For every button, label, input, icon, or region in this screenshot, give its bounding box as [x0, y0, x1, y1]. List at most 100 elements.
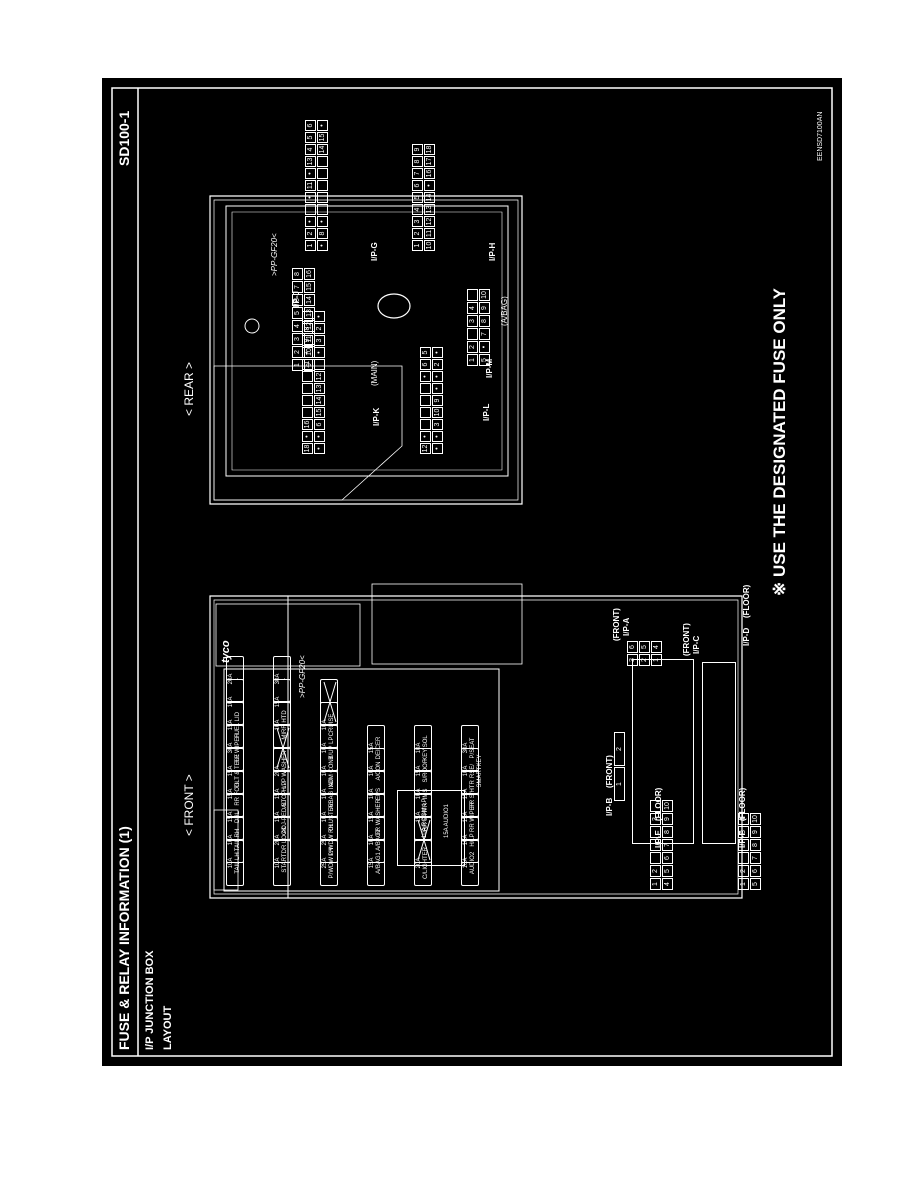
connector-pin: 15 — [314, 407, 325, 418]
connector-pin: • — [302, 431, 313, 442]
connector-pin: 3 — [412, 216, 423, 227]
connector-pin: 10 — [479, 289, 490, 301]
connector-pin: 16 — [302, 419, 313, 430]
connector-pin: 4 — [292, 320, 303, 332]
rear-main-label: (MAIN) — [370, 360, 379, 386]
connector-pin: 7 — [412, 168, 423, 179]
connector-pin — [302, 395, 313, 406]
connector-pin: • — [420, 371, 431, 382]
connector-pin: 6 — [420, 359, 431, 370]
frame-lines — [111, 87, 833, 1057]
ipg-label: I/P-G — [370, 242, 379, 261]
connector-pin: 5 — [305, 132, 316, 143]
connector-pin — [467, 289, 478, 301]
fuse-31 — [273, 725, 291, 771]
connector-pin: 2 — [467, 341, 478, 353]
connector-pin: 9 — [432, 395, 443, 406]
connector-pin: 4 — [412, 204, 423, 215]
connector-pin — [420, 383, 431, 394]
connector-pin — [317, 192, 328, 203]
connector-pin: • — [317, 216, 328, 227]
designated-fuse-warning: ※ USE THE DESIGNATED FUSE ONLY — [770, 287, 789, 596]
connector-pin: • — [432, 443, 443, 454]
ipk-label: I/P-K — [372, 407, 381, 426]
connector-pin: 7 — [292, 281, 303, 293]
connector-pin: 2 — [305, 228, 316, 239]
connector-pin: 11 — [305, 180, 316, 191]
connector-pin: 16 — [424, 168, 435, 179]
connector-pin: 14 — [424, 192, 435, 203]
connector-pin: 18 — [424, 144, 435, 155]
connector-pin — [302, 371, 313, 382]
connector-pin: 6 — [292, 294, 303, 306]
connector-pin: 12 — [420, 443, 431, 454]
connector-pin: 8 — [317, 228, 328, 239]
connector-pin — [420, 395, 431, 406]
fuse-10 — [414, 817, 432, 863]
connector-pin: • — [314, 431, 325, 442]
connector-pin: 2 — [412, 228, 423, 239]
connector-pin: 6 — [412, 180, 423, 191]
connector-pin: 1 — [305, 240, 316, 251]
connector-pin: 6 — [305, 120, 316, 131]
connector-pin — [317, 168, 328, 179]
connector-pin: 16 — [304, 268, 315, 280]
connector-pin: 3 — [292, 333, 303, 345]
connector-pin — [317, 204, 328, 215]
connector-pin: • — [432, 431, 443, 442]
ipl-label: I/P-L — [482, 403, 491, 421]
connector-pin: 13 — [424, 204, 435, 215]
connector-pin — [302, 407, 313, 418]
connector-pin: 11 — [304, 333, 315, 345]
connector-pin: 3 — [467, 315, 478, 327]
connector-pin: 4 — [305, 144, 316, 155]
connector-pin: • — [305, 168, 316, 179]
connector-pin: • — [432, 347, 443, 358]
connector-pin: • — [420, 431, 431, 442]
connector-pin: 12 — [304, 320, 315, 332]
front-box-outline — [209, 583, 743, 899]
connector-pin: • — [479, 341, 490, 353]
connector-pin: 3 — [432, 419, 443, 430]
connector-pin: 1 — [412, 240, 423, 251]
connector-pin: • — [305, 216, 316, 227]
connector-pin: • — [305, 192, 316, 203]
connector-pin: 8 — [412, 156, 423, 167]
connector-pin: • — [314, 311, 325, 322]
connector-pin: 11 — [424, 228, 435, 239]
rotated-content: FUSE & RELAY INFORMATION (1) SD100-1 I/P… — [102, 78, 842, 1066]
connector-pin: 14 — [314, 395, 325, 406]
connector-pin: 13 — [304, 307, 315, 319]
connector-pin — [302, 383, 313, 394]
connector-pin: • — [432, 371, 443, 382]
connector-pin — [317, 156, 328, 167]
iph-label: I/P-H — [488, 242, 497, 261]
connector-pin: 3 — [314, 335, 325, 346]
connector-pin: 8 — [479, 315, 490, 327]
rear-part-mark: >PP-GF20< — [270, 233, 279, 276]
connector-pin: 14 — [317, 144, 328, 155]
connector-pin — [317, 180, 328, 191]
connector-pin — [305, 204, 316, 215]
connector-pin: • — [317, 240, 328, 251]
connector-pin: 7 — [479, 328, 490, 340]
connector-pin: 2 — [292, 346, 303, 358]
connector-pin — [314, 359, 325, 370]
connector-pin: 13 — [314, 383, 325, 394]
connector-pin: • — [314, 443, 325, 454]
connector-pin: 15 — [317, 132, 328, 143]
connector-pin: 5 — [412, 192, 423, 203]
connector-pin: 13 — [305, 156, 316, 167]
connector-pin — [420, 407, 431, 418]
rear-abag-label: (A/BAG) — [500, 296, 509, 326]
connector-pin: 5 — [292, 307, 303, 319]
connector-pin: 5 — [420, 347, 431, 358]
connector-pin: • — [424, 180, 435, 191]
connector-pin: 6 — [314, 419, 325, 430]
connector-pin: 17 — [424, 156, 435, 167]
connector-pin: 10 — [304, 346, 315, 358]
